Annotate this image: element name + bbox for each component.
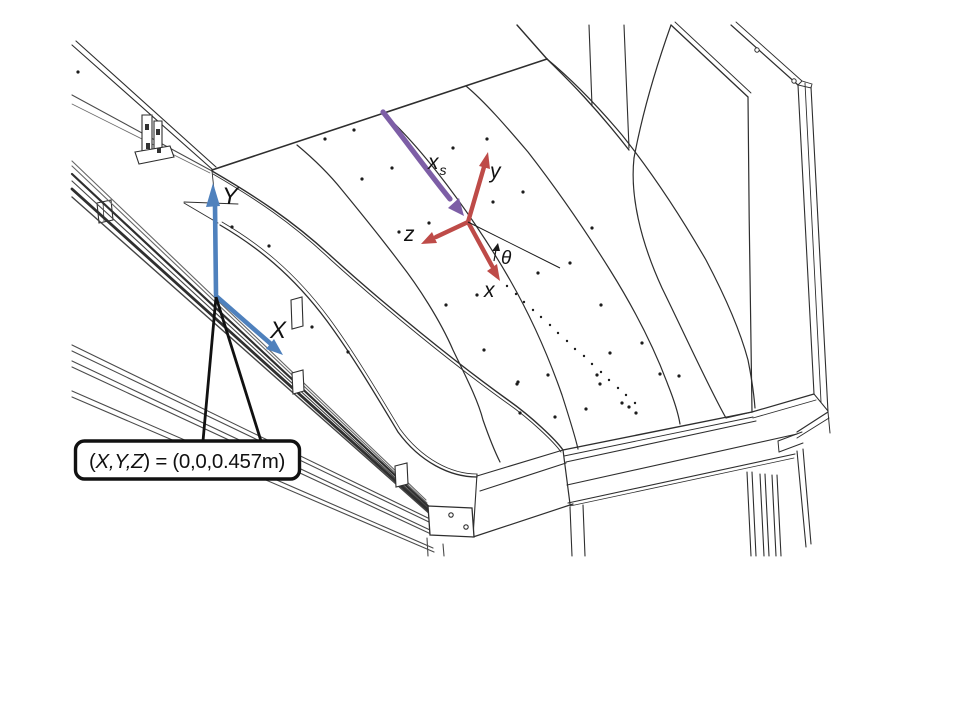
right-wall-panels [632,21,831,453]
dotted-tap-line [505,284,637,405]
local-y-label: y [488,160,502,183]
theta-angle-marker: θ [467,221,561,269]
xs-flow-arrow: xs [380,109,464,216]
tunnel-y-axis-arrow [206,183,220,297]
local-z-label: z [403,223,415,246]
theta-label: θ [501,248,512,269]
tunnel-y-label: Y [222,183,240,210]
local-x-axis-arrow [465,219,500,281]
local-z-axis-arrow [421,219,471,244]
xs-axis-label: xs [427,151,447,178]
table-legs [569,448,812,557]
origin-callout: (X,Y,Z) = (0,0,0.457m) [73,296,302,481]
callout-leader-line [214,296,263,442]
tunnel-x-axis-arrow [213,293,283,355]
callout-leader-line [201,296,218,442]
callout-box [73,439,302,481]
rail-tabs [290,296,409,488]
wavy-plate [183,24,798,538]
local-x-label: x [483,279,496,302]
tunnel-x-label: X [269,317,287,344]
callout-text: (X,Y,Z) = (0,0,0.457m) [89,450,285,473]
beam-clamp-bracket [134,114,175,165]
test-rig-line-drawing [70,21,831,557]
traverse-rail [70,160,432,516]
surface-coordinate-axes [421,152,500,281]
local-y-axis-arrow [465,152,490,225]
pressure-tap-dots [76,70,681,419]
tunnel-coordinate-axes: Y X [206,183,287,355]
